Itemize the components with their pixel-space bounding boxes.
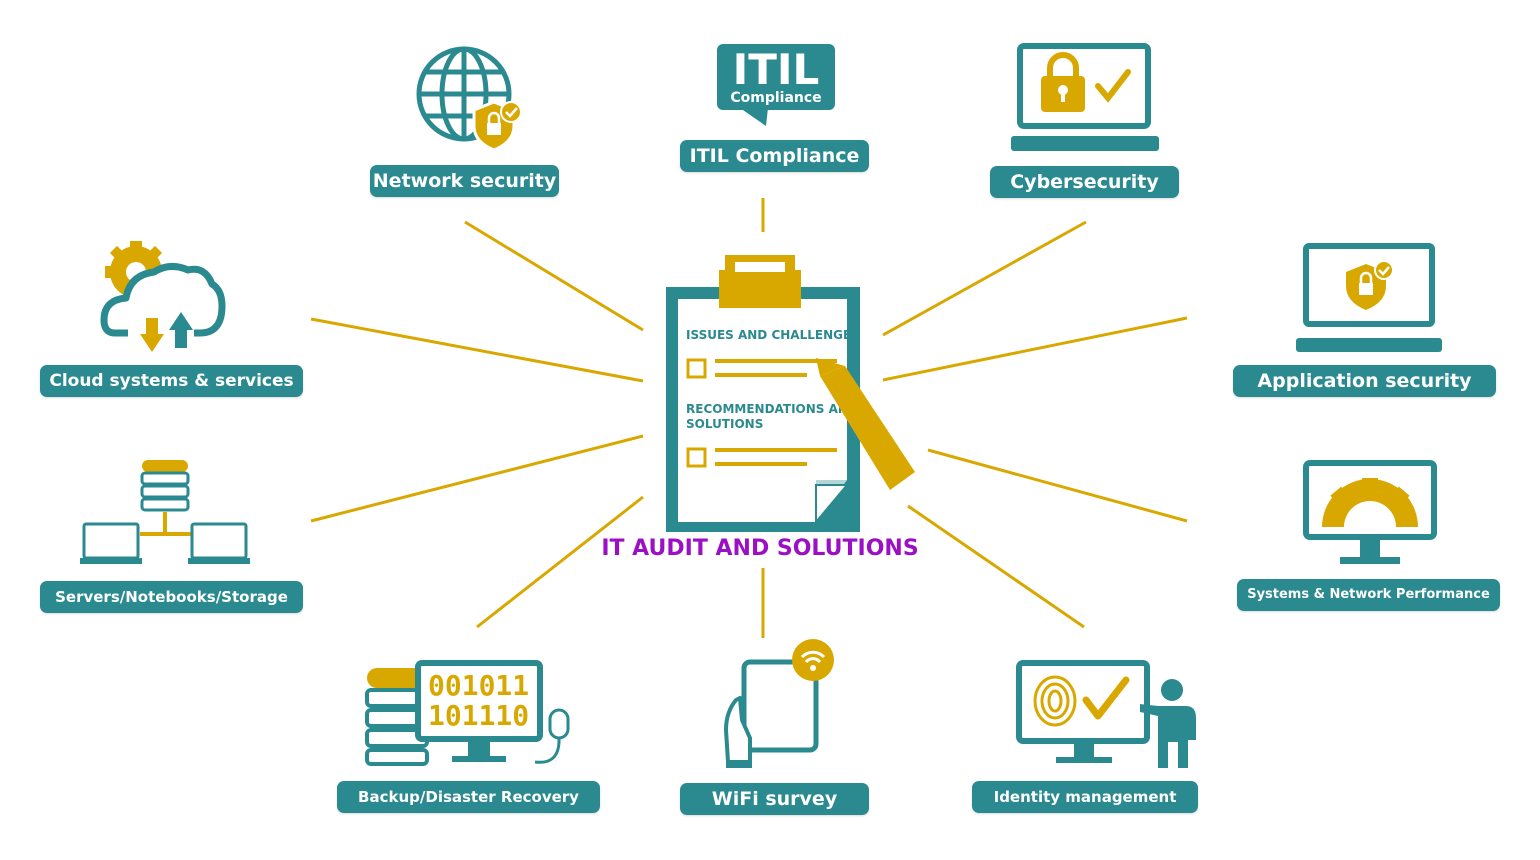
monitor-gear-icon [1303, 460, 1437, 564]
connector-cybersecurity [882, 220, 1087, 337]
node-itil-compliance: ITIL Compliance [680, 140, 869, 172]
clipboard-heading-solutions: SOLUTIONS [686, 417, 763, 431]
binary-text-line2: 101110 [428, 699, 529, 732]
connector-systems-performance [927, 448, 1188, 523]
server-network-icon [80, 460, 250, 564]
binary-text-line1: 001011 [428, 669, 529, 702]
node-servers-storage: Servers/Notebooks/Storage [40, 581, 303, 613]
connector-identity [907, 504, 1085, 629]
tablet-wifi-icon [724, 639, 834, 768]
node-backup-recovery: Backup/Disaster Recovery [337, 781, 600, 813]
itil-logo-text: ITIL [733, 45, 820, 94]
node-cybersecurity: Cybersecurity [990, 166, 1179, 198]
clipboard-heading-recommendations: RECOMMENDATIONS AND [686, 402, 858, 416]
backup-database-icon: 001011 101110 [365, 660, 570, 766]
node-identity-management: Identity management [972, 781, 1198, 813]
checkbox-issues [686, 358, 707, 379]
globe-shield-icon [416, 46, 522, 152]
laptop-lock-icon [1011, 43, 1159, 151]
pencil-icon [820, 366, 915, 490]
node-systems-network-performance: Systems & Network Performance [1237, 579, 1500, 611]
clipboard-icon: ISSUES AND CHALLENGES RECOMMENDATIONS AN… [666, 255, 915, 532]
cloud-sync-icon [100, 241, 226, 352]
center-title: IT AUDIT AND SOLUTIONS [601, 536, 919, 561]
connector-cloud [310, 317, 644, 383]
connector-lines [310, 198, 1188, 638]
connector-backup [476, 495, 644, 629]
node-cloud-systems: Cloud systems & services [40, 365, 303, 397]
identity-monitor-icon [1016, 660, 1196, 768]
node-application-security: Application security [1233, 365, 1496, 397]
clipboard-heading-issues: ISSUES AND CHALLENGES [686, 328, 860, 342]
itil-badge-icon: ITIL Compliance [717, 44, 835, 126]
node-wifi-survey: WiFi survey [680, 783, 869, 815]
laptop-shield-icon [1296, 243, 1442, 352]
connector-application-security [882, 316, 1188, 382]
connector-servers [310, 434, 644, 523]
itil-logo-subtext: Compliance [730, 90, 821, 106]
connector-network-security [464, 220, 644, 332]
checkbox-recommendations [686, 447, 707, 468]
node-network-security: Network security [370, 165, 559, 197]
